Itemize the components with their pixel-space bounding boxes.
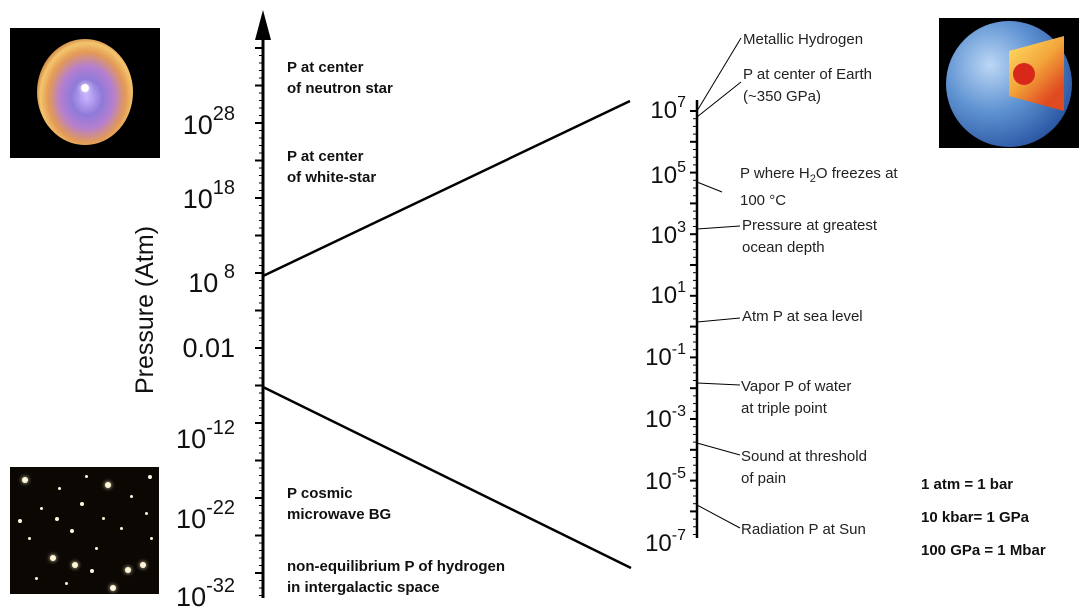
annotation-line: P at center xyxy=(287,59,364,76)
annotation-neutron-star: P at center of neutron star xyxy=(287,57,393,99)
annotation-line: P at center xyxy=(287,148,364,165)
annotation-threshold-of-pain: Sound at threshold of pain xyxy=(741,446,867,490)
star xyxy=(105,482,111,488)
left-tick-label: 0.01 xyxy=(182,333,235,363)
right-tick-label: 10-7 xyxy=(645,527,686,557)
star xyxy=(65,582,68,585)
annotation-line: Radiation P at Sun xyxy=(741,521,866,538)
annotation-line: Atm P at sea level xyxy=(742,308,863,325)
left-tick-label: 10-12 xyxy=(176,417,235,454)
annotation-triple-point: Vapor P of water at triple point xyxy=(741,376,851,420)
annotation-line: at triple point xyxy=(741,400,827,417)
annotation-cosmic-microwave-bg: P cosmic microwave BG xyxy=(287,483,391,525)
nebula-core xyxy=(81,84,89,92)
star xyxy=(125,567,131,573)
star xyxy=(18,519,22,523)
star xyxy=(110,585,116,591)
nebula-ring xyxy=(37,39,133,145)
star xyxy=(70,529,74,533)
star xyxy=(80,502,84,506)
star xyxy=(145,512,148,515)
star xyxy=(95,547,98,550)
star xyxy=(35,577,38,580)
annotation-line: (~350 GPa) xyxy=(743,88,821,105)
conversion-kbar-gpa: 10 kbar= 1 GPa xyxy=(921,509,1029,526)
annotation-line: Sound at threshold xyxy=(741,448,867,465)
y-axis-title: Pressure (Atm) xyxy=(131,226,159,394)
star xyxy=(148,475,152,479)
right-axis-ticks xyxy=(690,110,697,535)
annotation-line: 100 °C xyxy=(740,192,787,209)
left-axis-ticks xyxy=(255,47,263,596)
annotation-white-star: P at center of white-star xyxy=(287,146,376,188)
right-tick-label: 103 xyxy=(650,219,686,249)
annotation-sea-level: Atm P at sea level xyxy=(742,306,863,328)
annotation-earth-center: P at center of Earth (~350 GPa) xyxy=(743,64,872,108)
earth-cutaway-image xyxy=(939,18,1079,148)
annotation-line: in intergalactic space xyxy=(287,579,440,596)
annotation-metallic-hydrogen: Metallic Hydrogen xyxy=(743,29,863,51)
right-tick-label: 10-3 xyxy=(645,403,686,433)
right-tick-label: 10-5 xyxy=(645,465,686,495)
conversion-gpa-mbar: 100 GPa = 1 Mbar xyxy=(921,542,1046,559)
zoom-connector-bottom xyxy=(262,385,632,570)
annotation-line: P cosmic xyxy=(287,485,353,502)
right-tick-label: 105 xyxy=(650,159,686,189)
annotation-line: Metallic Hydrogen xyxy=(743,31,864,48)
star xyxy=(55,517,59,521)
star xyxy=(28,537,31,540)
star xyxy=(40,507,43,510)
right-tick-label: 101 xyxy=(650,279,686,309)
annotation-line: P at center of Earth xyxy=(743,66,872,83)
annotation-line: of pain xyxy=(741,470,787,487)
earth-inner-core xyxy=(1013,63,1035,85)
annotation-pointers xyxy=(696,37,742,529)
left-tick-label: 1028 xyxy=(183,103,235,140)
star xyxy=(102,517,105,520)
annotation-ocean-depth: Pressure at greatest ocean depth xyxy=(742,215,877,259)
left-tick-label: 10-32 xyxy=(176,575,235,611)
zoom-connector-top xyxy=(262,99,631,278)
annotation-intergalactic-hydrogen: non-equilibrium P of hydrogen in interga… xyxy=(287,556,505,598)
star xyxy=(120,527,123,530)
annotation-line: non-equilibrium P of hydrogen xyxy=(287,558,506,575)
annotation-water-freezes: P where H2O freezes at 100 °C xyxy=(740,163,898,212)
right-tick-label: 107 xyxy=(650,94,686,124)
annotation-line: of neutron star xyxy=(287,80,393,97)
annotation-line: P where H2O freezes at xyxy=(740,165,898,185)
star xyxy=(72,562,78,568)
left-tick-label: 10 8 xyxy=(188,261,235,298)
annotation-line: microwave BG xyxy=(287,506,392,523)
planetary-nebula-image xyxy=(10,28,160,158)
left-tick-label: 10-22 xyxy=(176,497,235,534)
left-axis-arrow xyxy=(255,10,271,40)
conversion-atm-bar: 1 atm = 1 bar xyxy=(921,476,1014,493)
star xyxy=(58,487,61,490)
left-tick-label: 1018 xyxy=(183,177,235,214)
star xyxy=(150,537,153,540)
star xyxy=(50,555,56,561)
annotation-line: of white-star xyxy=(287,169,377,186)
annotation-radiation-sun: Radiation P at Sun xyxy=(741,519,866,541)
annotation-line: Pressure at greatest xyxy=(742,217,878,234)
star xyxy=(85,475,88,478)
star-field-image xyxy=(10,467,159,594)
annotation-line: ocean depth xyxy=(742,239,825,256)
annotation-line: Vapor P of water xyxy=(741,378,852,395)
star xyxy=(130,495,133,498)
star xyxy=(90,569,94,573)
star xyxy=(140,562,146,568)
star xyxy=(22,477,28,483)
right-tick-label: 10-1 xyxy=(645,341,686,371)
